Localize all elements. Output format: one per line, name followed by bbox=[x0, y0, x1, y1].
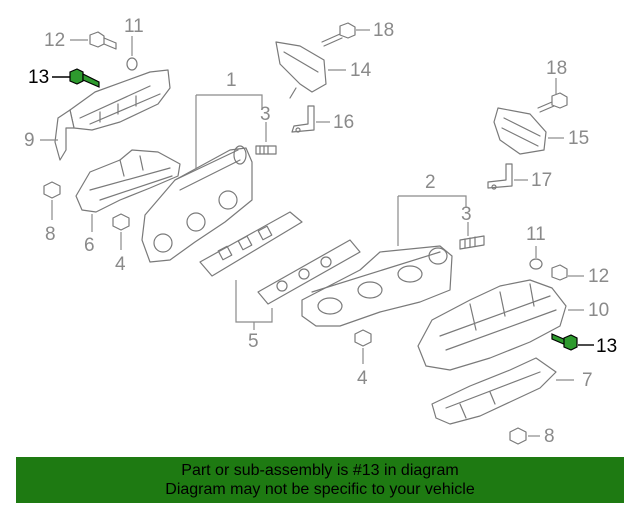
banner-line-disclaimer: Diagram may not be specific to your vehi… bbox=[165, 481, 475, 498]
exhaust-manifold-1 bbox=[141, 145, 253, 263]
clip-16 bbox=[291, 105, 330, 133]
exploded-view: 12 11 13 9 6 8 4 bbox=[24, 16, 617, 447]
callout-16: 16 bbox=[333, 112, 354, 133]
callout-13-left: 13 bbox=[28, 67, 49, 88]
stud-3-left bbox=[255, 122, 277, 155]
heat-shield-10 bbox=[417, 279, 584, 371]
bolt-12-left bbox=[70, 31, 117, 50]
callout-11-right: 11 bbox=[526, 224, 546, 245]
callout-3-left: 3 bbox=[260, 104, 271, 125]
callout-10: 10 bbox=[588, 300, 609, 321]
callout-6: 6 bbox=[84, 235, 95, 256]
callout-12-left: 12 bbox=[44, 30, 65, 51]
washer-11-top bbox=[126, 36, 138, 71]
parts-diagram: 12 11 13 9 6 8 4 bbox=[24, 16, 617, 447]
bolt-18-top bbox=[321, 22, 370, 47]
callout-2: 2 bbox=[425, 172, 436, 193]
nut-4-center bbox=[354, 329, 372, 364]
callout-14: 14 bbox=[350, 60, 372, 81]
bolt-12-right bbox=[551, 264, 584, 281]
stud-3-right bbox=[459, 222, 485, 250]
highlight-note-banner: Part or sub-assembly is #13 in diagram D… bbox=[16, 457, 624, 503]
callout-1: 1 bbox=[226, 70, 237, 91]
callout-15: 15 bbox=[568, 128, 589, 149]
callout-7: 7 bbox=[582, 370, 593, 391]
callout-11-top: 11 bbox=[124, 16, 144, 37]
heat-shield-7 bbox=[431, 357, 574, 425]
bracket-15 bbox=[493, 107, 564, 155]
callout-3-right: 3 bbox=[461, 204, 472, 225]
clip-17 bbox=[487, 163, 528, 190]
callout-4-center: 4 bbox=[357, 368, 368, 389]
nut-8-right bbox=[509, 427, 540, 445]
bolt-18-right bbox=[537, 78, 568, 113]
heat-shield-9 bbox=[40, 69, 171, 161]
leader-2 bbox=[397, 195, 467, 246]
bolt-13-right bbox=[551, 333, 594, 351]
callout-18-top: 18 bbox=[373, 20, 394, 41]
bracket-14 bbox=[275, 41, 346, 99]
callout-13-right: 13 bbox=[596, 336, 617, 357]
callout-4-left: 4 bbox=[115, 254, 126, 275]
callout-17: 17 bbox=[531, 170, 552, 191]
gasket-5-a bbox=[199, 211, 303, 277]
leader-1 bbox=[195, 94, 263, 168]
nut-8-left bbox=[43, 181, 61, 220]
nut-4-left bbox=[112, 213, 130, 250]
heat-shield-6 bbox=[75, 149, 181, 232]
callout-12-right: 12 bbox=[588, 266, 609, 287]
callout-9: 9 bbox=[24, 130, 35, 151]
bolt-13-left bbox=[52, 68, 100, 88]
callout-18-right: 18 bbox=[546, 58, 567, 79]
banner-line-part: Part or sub-assembly is #13 in diagram bbox=[181, 462, 459, 479]
gasket-5-b bbox=[257, 239, 361, 305]
callout-8-right: 8 bbox=[544, 426, 555, 447]
washer-11-right bbox=[529, 246, 543, 270]
callout-8-left: 8 bbox=[45, 224, 56, 245]
exhaust-manifold-2 bbox=[301, 245, 453, 327]
callout-5: 5 bbox=[248, 331, 259, 352]
